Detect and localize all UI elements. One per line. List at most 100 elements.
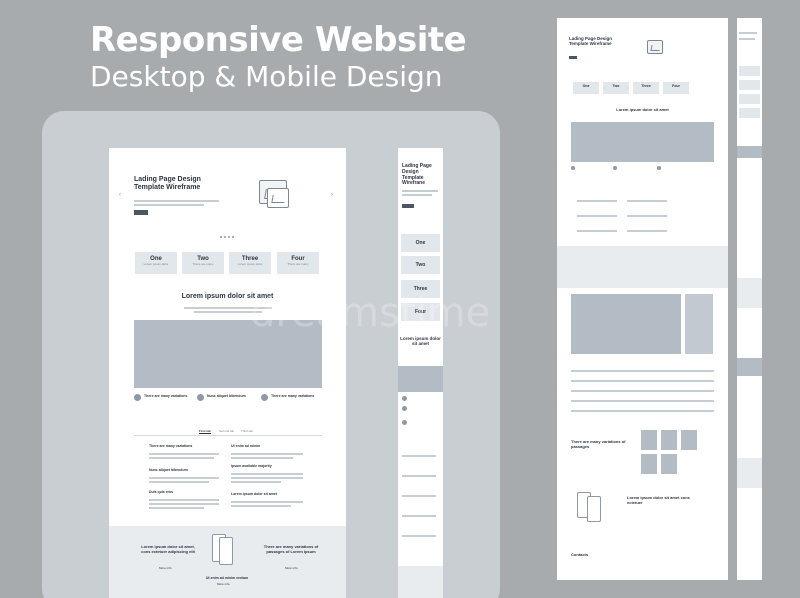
- col-left-heading: There are many variations: [149, 444, 193, 448]
- tab-three[interactable]: Three Lorem ipsum dolor: [229, 252, 271, 274]
- feature-title: There are many variations: [271, 394, 315, 398]
- slider-dot[interactable]: [232, 236, 234, 238]
- text-line: [402, 475, 436, 477]
- feature-title: There are many variations: [144, 394, 188, 398]
- gallery-main: [737, 358, 762, 376]
- section-title: Lorem ipsum dolor sit amet: [400, 336, 441, 346]
- band-more-link[interactable]: More info: [285, 566, 298, 570]
- section-title: Lorem ipsum dolor sit amet: [616, 107, 669, 112]
- tab-sub: Lorem ipsum dolor: [143, 262, 169, 266]
- slider-dot[interactable]: [220, 236, 222, 238]
- text-line: [402, 535, 436, 537]
- tab-label: Four: [291, 256, 305, 262]
- text-line: [231, 453, 303, 455]
- table-row: [571, 380, 714, 382]
- band-more-link[interactable]: More info: [217, 582, 230, 586]
- tab-one[interactable]: [739, 66, 760, 76]
- image-placeholder-icon: [267, 188, 289, 208]
- feature-icon: [402, 406, 407, 411]
- tab-label: Four: [414, 309, 427, 315]
- image-placeholder: [398, 366, 443, 392]
- feature-band: [398, 566, 443, 598]
- gallery-side: [685, 294, 713, 354]
- tab-two[interactable]: Two: [401, 256, 440, 274]
- tab-one[interactable]: One: [573, 82, 599, 94]
- feature-icon: [261, 394, 268, 401]
- text-line: [577, 230, 617, 232]
- tab-label: One: [582, 84, 590, 88]
- tab-two[interactable]: [739, 80, 760, 90]
- text-line: [402, 515, 436, 517]
- headline-sub: Desktop & Mobile Design: [90, 60, 443, 93]
- text-line: [739, 38, 755, 40]
- tab-label: Two: [197, 256, 209, 262]
- feature-icon: [571, 166, 575, 170]
- tab-two[interactable]: Two: [603, 82, 629, 94]
- text-line: [231, 473, 303, 475]
- tab-four[interactable]: Four: [401, 303, 440, 321]
- feature-icon: [134, 394, 141, 401]
- gallery-tile: [661, 430, 677, 450]
- gallery-tile: [641, 454, 657, 474]
- tab-three[interactable]: Three: [633, 82, 659, 94]
- tab-label: Three: [413, 286, 428, 292]
- content-tab-second[interactable]: Second tab: [219, 429, 235, 433]
- band-more-link[interactable]: More info: [159, 566, 172, 570]
- text-line: [402, 495, 436, 497]
- tab-label: One: [415, 240, 426, 246]
- hero-image-placeholder: [134, 320, 322, 388]
- wide-wireframe: Lading Page Design Template Wireframe On…: [557, 18, 728, 580]
- watermark: dreamstime: [250, 290, 491, 336]
- text-line: [402, 455, 436, 457]
- feature-icon: [613, 166, 617, 170]
- content-tab-third[interactable]: Third tab: [241, 429, 253, 433]
- tab-four[interactable]: [739, 108, 760, 118]
- tab-one[interactable]: One: [401, 234, 440, 252]
- tablet-wireframe: Lading Page Design Template Wirefrane On…: [398, 148, 443, 598]
- band-center-text: Ut enim ad minim veniam: [205, 576, 249, 580]
- tab-three[interactable]: [739, 94, 760, 104]
- tab-four[interactable]: Four There are many: [277, 252, 319, 274]
- tablet-hero-title: Lading Page Design Template Wirefrane: [402, 163, 432, 187]
- table-row: [571, 370, 714, 372]
- hero-button[interactable]: [569, 56, 577, 59]
- text-line: [184, 307, 272, 309]
- text-line: [402, 194, 432, 196]
- variations-title: There are many variations of passages: [571, 439, 626, 449]
- image-placeholder: [571, 122, 714, 162]
- text-line: [134, 200, 219, 202]
- slider-dot[interactable]: [228, 236, 230, 238]
- col-right-heading: Lorem ipsum dolor sit amet: [231, 492, 277, 496]
- text-line: [149, 457, 214, 459]
- tab-four[interactable]: Four: [663, 82, 689, 94]
- band-left-text: Lorem ipsum dolor sit amet, cons ectetue…: [141, 544, 195, 555]
- tab-label: One: [150, 256, 162, 262]
- feature-band: [737, 458, 762, 488]
- desktop-wireframe: Lading Page Design Template Wireframe ‹ …: [109, 148, 346, 598]
- divider: [134, 435, 322, 436]
- tab-one[interactable]: One Lorem ipsum dolor: [135, 252, 177, 274]
- table-row: [571, 390, 714, 392]
- arrow-left-icon[interactable]: ‹: [119, 192, 121, 198]
- arrow-right-icon[interactable]: ›: [331, 192, 333, 198]
- slider-dot[interactable]: [224, 236, 226, 238]
- gallery-tile: [661, 454, 677, 474]
- text-line: [194, 311, 262, 313]
- hero-button[interactable]: [134, 210, 148, 215]
- text-line: [149, 453, 219, 455]
- phone-icon: [587, 496, 601, 522]
- text-line: [739, 32, 757, 34]
- tab-three[interactable]: Three: [401, 280, 440, 298]
- text-line: [627, 230, 667, 232]
- text-line: [231, 501, 303, 503]
- headline-main: Responsive Website: [90, 20, 467, 60]
- hero-button[interactable]: [402, 204, 414, 208]
- gallery-tile: [641, 430, 657, 450]
- content-tab-first[interactable]: First tab: [199, 429, 211, 434]
- col-left-heading: Duis quis eros: [149, 490, 174, 494]
- image-placeholder: [737, 146, 762, 158]
- tab-two[interactable]: Two There are many: [182, 252, 224, 274]
- text-line: [149, 499, 219, 501]
- col-right-heading: Ipsum available majority: [231, 464, 272, 468]
- mobile-wireframe: [737, 18, 762, 580]
